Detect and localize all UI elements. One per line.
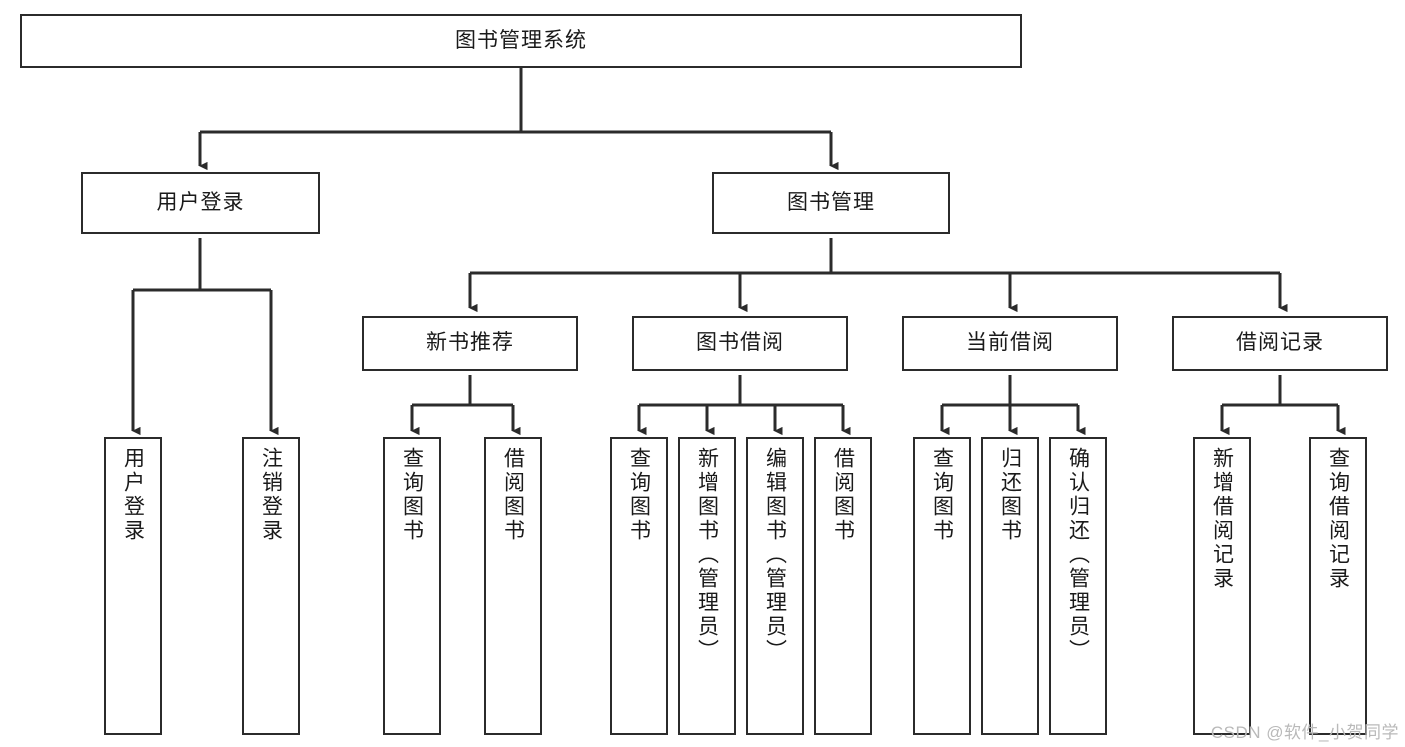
node-label: 新增图书（管理员） <box>695 447 719 663</box>
node-leaf-bookborrow-borrow-book[interactable]: 借阅图书 <box>814 437 872 735</box>
node-book-borrow[interactable]: 图书借阅 <box>632 316 848 371</box>
csdn-watermark: CSDN @软件_小贺同学 <box>1210 723 1399 742</box>
node-root-book-management-system[interactable]: 图书管理系统 <box>20 14 1022 68</box>
node-label: 用户登录 <box>156 190 245 214</box>
node-leaf-bookborrow-add-book-admin[interactable]: 新增图书（管理员） <box>678 437 736 735</box>
node-label: 借阅图书 <box>501 447 525 543</box>
node-label: 确认归还（管理员） <box>1066 447 1090 663</box>
node-leaf-currentborrow-confirm-return-admin[interactable]: 确认归还（管理员） <box>1049 437 1107 735</box>
node-leaf-borrowrecord-add-record[interactable]: 新增借阅记录 <box>1193 437 1251 735</box>
node-borrow-record[interactable]: 借阅记录 <box>1172 316 1388 371</box>
node-label: 图书管理 <box>787 190 875 214</box>
node-user-login[interactable]: 用户登录 <box>81 172 320 234</box>
node-leaf-newbook-borrow-book[interactable]: 借阅图书 <box>484 437 542 735</box>
node-label: 用户登录 <box>121 447 145 543</box>
node-label: 查询图书 <box>400 447 424 543</box>
node-label: 查询图书 <box>627 447 651 543</box>
node-label: 图书借阅 <box>696 331 784 355</box>
node-leaf-newbook-query-book[interactable]: 查询图书 <box>383 437 441 735</box>
node-current-borrow[interactable]: 当前借阅 <box>902 316 1118 371</box>
node-leaf-borrowrecord-query-record[interactable]: 查询借阅记录 <box>1309 437 1367 735</box>
node-label: 新增借阅记录 <box>1210 447 1234 591</box>
node-label: 查询图书 <box>930 447 954 543</box>
node-label: 注销登录 <box>259 447 283 543</box>
node-label: 借阅记录 <box>1236 331 1324 355</box>
node-leaf-bookborrow-edit-book-admin[interactable]: 编辑图书（管理员） <box>746 437 804 735</box>
node-label: 编辑图书（管理员） <box>763 447 787 663</box>
node-leaf-bookborrow-query-book[interactable]: 查询图书 <box>610 437 668 735</box>
node-leaf-currentborrow-return-book[interactable]: 归还图书 <box>981 437 1039 735</box>
node-label: 借阅图书 <box>831 447 855 543</box>
node-leaf-user-login-logout[interactable]: 注销登录 <box>242 437 300 735</box>
node-new-book-recommend[interactable]: 新书推荐 <box>362 316 578 371</box>
node-label: 图书管理系统 <box>455 28 587 52</box>
node-book-management[interactable]: 图书管理 <box>712 172 950 234</box>
node-label: 新书推荐 <box>426 331 514 355</box>
node-label: 当前借阅 <box>966 331 1054 355</box>
node-leaf-user-login-login[interactable]: 用户登录 <box>104 437 162 735</box>
node-leaf-currentborrow-query-book[interactable]: 查询图书 <box>913 437 971 735</box>
node-label: 归还图书 <box>998 447 1022 543</box>
node-label: 查询借阅记录 <box>1326 447 1350 591</box>
